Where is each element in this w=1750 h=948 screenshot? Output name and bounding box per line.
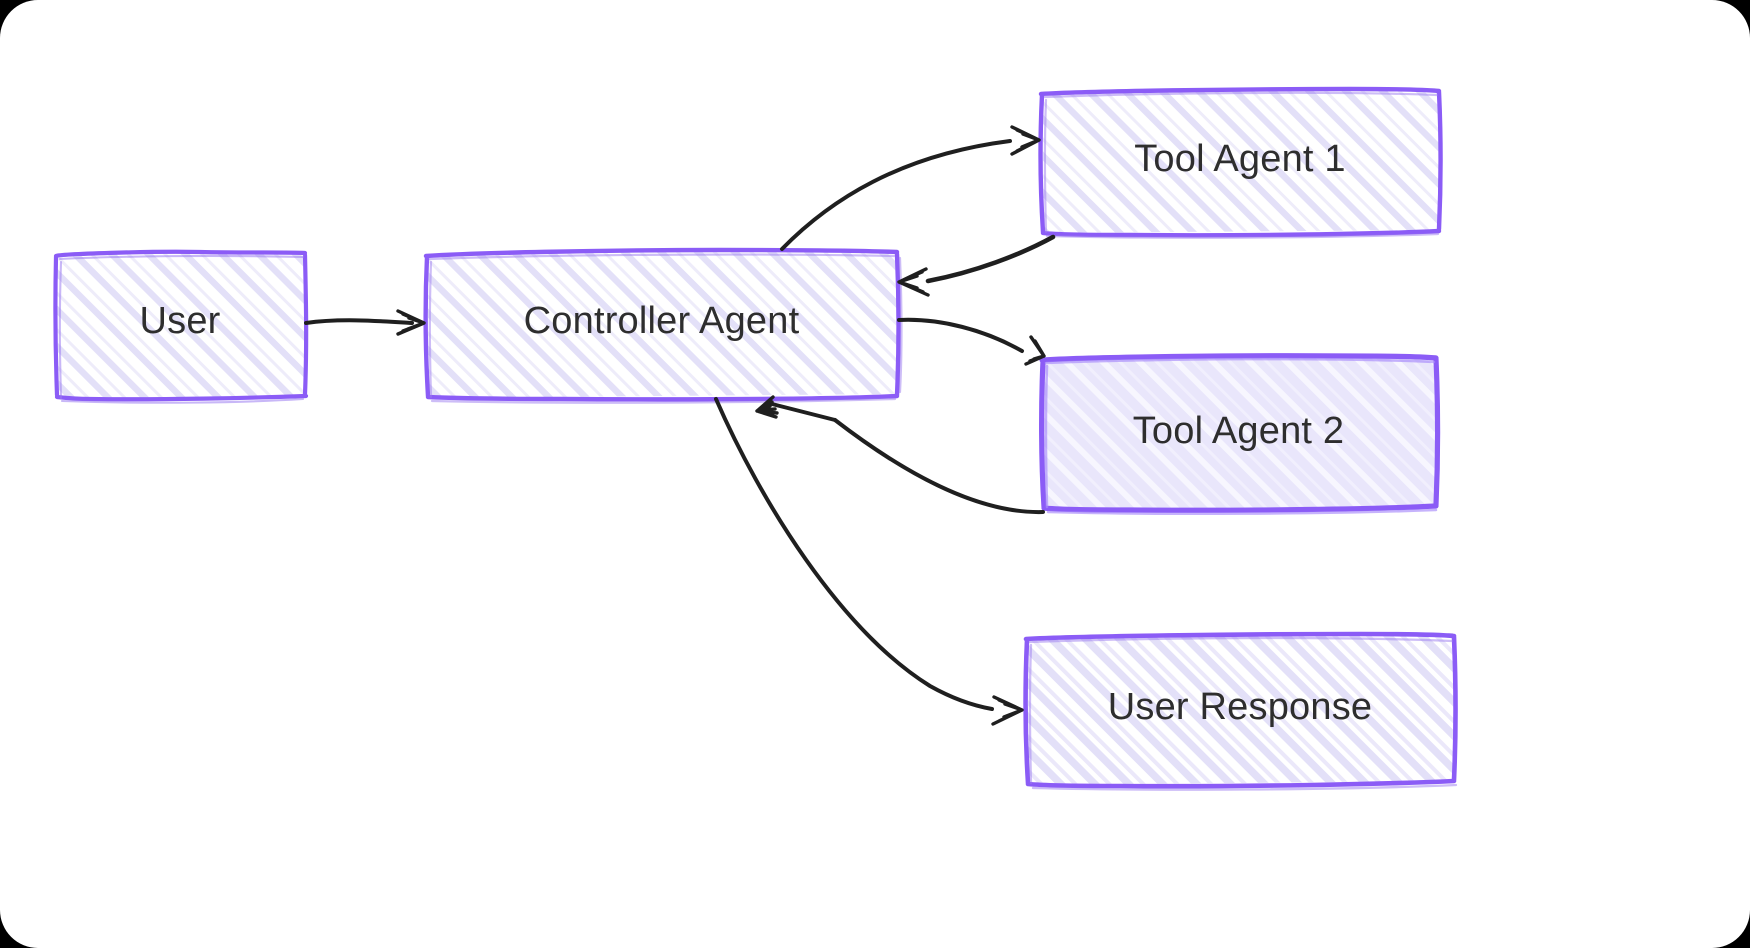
edge-user-to-controller-line bbox=[304, 318, 414, 325]
edge-user-to-controller-arrowhead bbox=[396, 309, 426, 336]
node-user[interactable] bbox=[53, 249, 309, 404]
node-tool-agent-1-fill bbox=[1042, 88, 1440, 233]
edge-controller-to-tool-agent-2-arrowhead bbox=[1024, 335, 1046, 366]
node-user-response-outline-secondary bbox=[1028, 636, 1458, 791]
node-controller-agent-outline bbox=[423, 247, 901, 402]
node-controller-agent[interactable] bbox=[423, 247, 903, 404]
node-tool-agent-2-fill bbox=[1043, 355, 1437, 510]
edge-controller-to-tool-agent-2 bbox=[897, 317, 1046, 366]
edge-tool-agent-2-to-controller-arrowhead-stem bbox=[770, 402, 837, 422]
edge-controller-to-user-response-arrowhead bbox=[991, 695, 1024, 726]
edge-tool-agent-2-to-controller bbox=[755, 395, 1045, 515]
edge-tool-agent-2-to-controller-arrowhead bbox=[755, 395, 779, 419]
edge-controller-to-tool-agent-1-arrowhead bbox=[1010, 125, 1041, 156]
edge-tool-agent-1-to-controller bbox=[897, 234, 1056, 297]
edge-tool-agent-2-to-controller-line bbox=[833, 418, 1045, 515]
node-user-response-fill bbox=[1027, 633, 1455, 785]
node-user-fill bbox=[57, 252, 306, 398]
node-user-outline-secondary bbox=[58, 254, 305, 404]
edge-controller-to-user-response bbox=[714, 397, 1024, 726]
node-controller-agent-fill bbox=[427, 250, 898, 398]
node-tool-agent-1-outline-secondary bbox=[1043, 91, 1440, 239]
edge-controller-to-user-response-line bbox=[714, 397, 994, 711]
node-tool-agent-2-outline-secondary bbox=[1044, 357, 1438, 516]
edge-controller-to-tool-agent-2-line bbox=[897, 317, 1024, 353]
node-tool-agent-2-outline bbox=[1039, 353, 1441, 513]
edge-controller-to-tool-agent-1 bbox=[780, 125, 1041, 251]
node-user-response[interactable] bbox=[1023, 631, 1458, 791]
edge-controller-to-tool-agent-1-line bbox=[780, 139, 1012, 251]
node-tool-agent-1[interactable] bbox=[1038, 86, 1443, 239]
edge-tool-agent-1-to-controller-line bbox=[925, 234, 1056, 284]
edge-user-to-controller bbox=[304, 309, 426, 336]
edge-tool-agent-1-to-controller-arrowhead bbox=[897, 267, 930, 297]
node-controller-agent-outline-secondary bbox=[428, 253, 903, 404]
node-tool-agent-1-outline bbox=[1038, 86, 1443, 238]
node-tool-agent-2[interactable] bbox=[1039, 353, 1441, 516]
node-user-response-outline bbox=[1023, 631, 1458, 789]
